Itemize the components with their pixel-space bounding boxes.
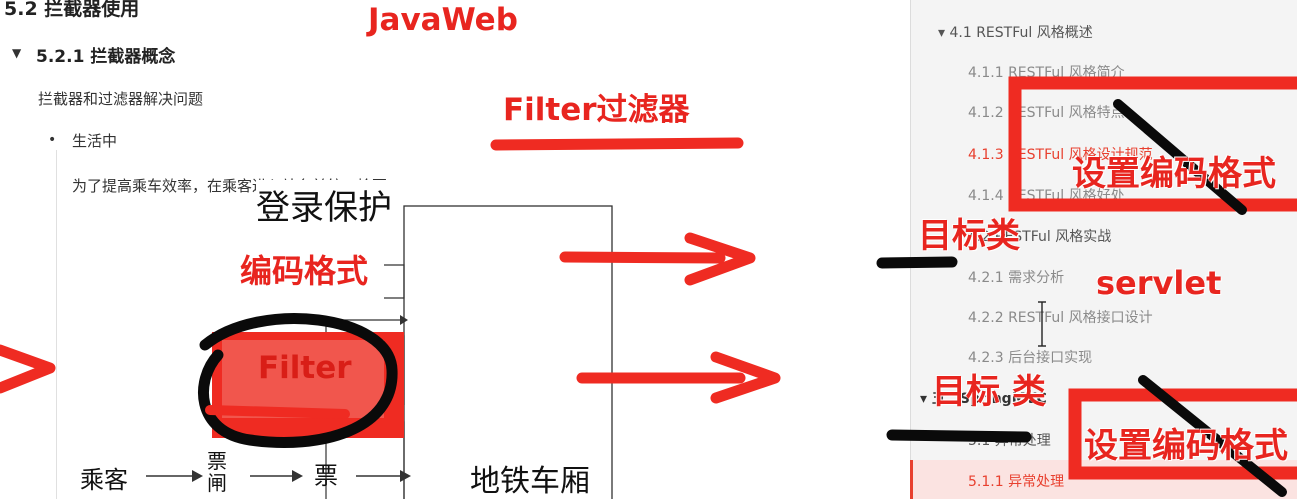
diagram-top-label: 登录保护 — [256, 180, 392, 229]
toc-item-5[interactable]: ▾ 五、SpringMVC — [920, 391, 1047, 407]
section-heading: 5.2 拦截器使用 — [4, 0, 140, 20]
toc-item-4-2-1[interactable]: 4.2.1 需求分析 — [968, 270, 1065, 286]
subsection-heading: 5.2.1 拦截器概念 — [36, 47, 176, 67]
toc-item-5-1-1[interactable]: 5.1.1 异常处理 — [968, 474, 1065, 490]
toc-item-4-1-2[interactable]: 4.1.2 RESTFul 风格特点 — [968, 105, 1125, 121]
diagram-gate: 票闸 — [207, 449, 227, 495]
annotation-target-class-1: 目标类 — [918, 216, 1020, 256]
annotation-target-class-2: 目标 类 — [932, 372, 1046, 412]
diagram-ticket: 票 — [314, 462, 338, 490]
diagram-carriage: 地铁车厢 — [470, 464, 590, 499]
sidebar-divider — [910, 0, 911, 499]
toc-item-4-2-2[interactable]: 4.2.2 RESTFul 风格接口设计 — [968, 310, 1153, 326]
annotation-filter-box: Filter — [258, 350, 352, 386]
annotation-filter-title: Filter过滤器 — [503, 92, 690, 128]
collapse-triangle-icon[interactable]: ▼ — [12, 46, 22, 60]
toc-item-4-1[interactable]: ▾ 4.1 RESTFul 风格概述 — [938, 25, 1093, 41]
annotation-set-encoding-1: 设置编码格式 — [1072, 154, 1276, 194]
indent-guide — [56, 150, 57, 499]
diagram-passenger: 乘客 — [80, 466, 128, 494]
annotation-javaweb: JavaWeb — [368, 2, 518, 38]
intro-paragraph: 拦截器和过滤器解决问题 — [38, 90, 204, 108]
toc-item-4-2-3[interactable]: 4.2.3 后台接口实现 — [968, 350, 1093, 366]
toc-item-4-2[interactable]: 4.2 RESTFul 风格实战 — [968, 229, 1112, 245]
bullet-dot-icon: • — [48, 132, 57, 148]
toc-active-bar — [910, 460, 913, 499]
annotation-set-encoding-2: 设置编码格式 — [1084, 426, 1288, 466]
annotation-encoding: 编码格式 — [240, 252, 369, 290]
bullet-item: 生活中 — [72, 132, 118, 150]
annotation-servlet: servlet — [1096, 264, 1222, 302]
